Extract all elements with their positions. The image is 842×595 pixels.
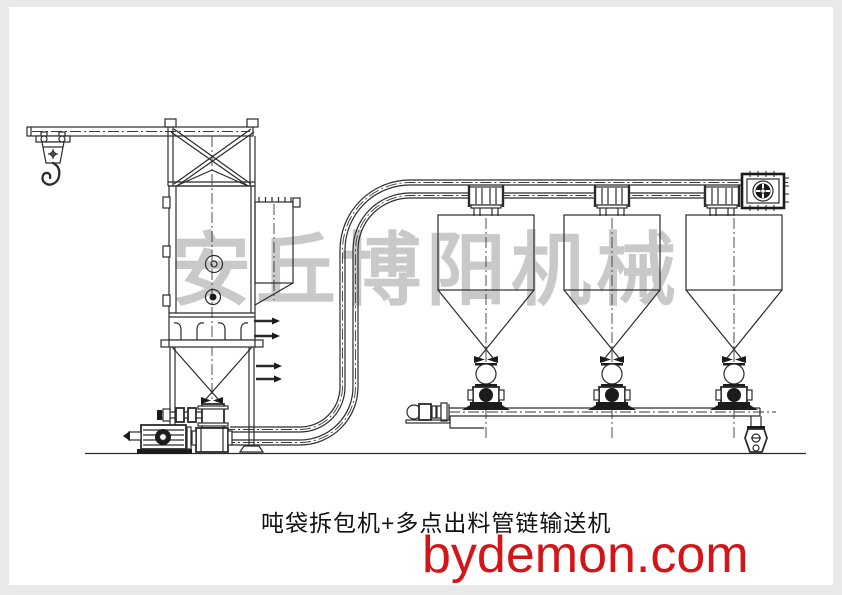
level-arrow-icons [254, 317, 282, 383]
shaft-coupling [187, 407, 197, 423]
bottom-pipe-motor [405, 402, 451, 424]
pipe-support-bracket [449, 416, 484, 429]
spring-hanger [217, 322, 226, 343]
left-drive-motor [123, 424, 192, 454]
trolley-bolt [40, 135, 48, 143]
hopper-valve-2 [587, 355, 637, 411]
hopper-inlet-flange-3 [703, 183, 741, 218]
trolley-bolt [58, 135, 66, 143]
shaft-arrow [123, 431, 130, 441]
drive-sprocket [752, 180, 774, 202]
door-hinge [162, 294, 171, 307]
door-hinge [162, 245, 171, 258]
left-rotary-valve [157, 397, 229, 429]
leg-foot [238, 445, 265, 453]
hook-icon [41, 161, 61, 186]
hopper-valve-3 [709, 355, 759, 411]
door-hinge [162, 196, 171, 209]
drive-box-hatching [749, 171, 789, 211]
drawing-canvas: 安丘博阳机械 [9, 7, 833, 585]
diagram-caption: 吨袋拆包机+多点出料管链输送机 [261, 510, 612, 536]
chain-tensioner [744, 416, 768, 453]
hopper-valve-1 [461, 355, 511, 411]
spring-hanger [173, 322, 182, 343]
vibrating-funnel [160, 317, 282, 400]
tube-chain-conveyor [224, 179, 788, 446]
hopper-inlet-flange-1 [467, 183, 505, 218]
door-knob [204, 288, 222, 306]
discharge-box [191, 427, 233, 453]
site-watermark: bydemon.com [422, 526, 749, 584]
corner-drive-unit [740, 171, 789, 211]
jib-crane-hook [26, 126, 254, 186]
hopper-inlet-flange-2 [593, 183, 631, 218]
door-knob [204, 254, 224, 274]
dust-collector-box [254, 197, 301, 306]
unpacking-cabinet [162, 185, 256, 341]
support-tower [164, 118, 259, 400]
shaft-coupling [175, 407, 185, 423]
